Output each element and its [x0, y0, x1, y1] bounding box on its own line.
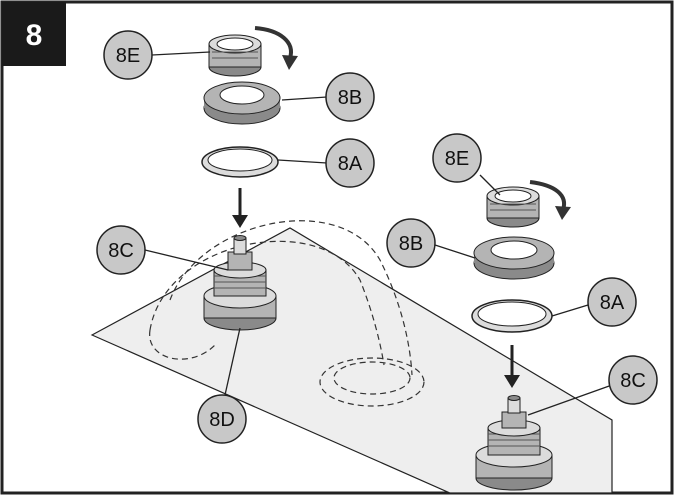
left-valve-8c	[203, 235, 277, 331]
callout-right-8b: 8B	[386, 218, 436, 268]
step-number: 8	[26, 19, 43, 52]
spout-outline-dashed	[149, 220, 425, 407]
callout-right-8c: 8C	[608, 355, 658, 405]
callout-left-8b: 8B	[325, 72, 375, 122]
callout-left-8d: 8D	[197, 394, 247, 444]
left-flange-8b	[203, 81, 281, 125]
svg-text:8A: 8A	[338, 153, 363, 175]
left-gasket-8a	[201, 146, 279, 178]
right-gasket-8a	[471, 299, 553, 333]
down-arrow-left-head	[232, 215, 248, 228]
step-badge: 8	[2, 2, 66, 66]
callout-left-8e: 8E	[103, 30, 153, 80]
callout-left-8c: 8C	[96, 225, 146, 275]
svg-text:8D: 8D	[209, 409, 235, 431]
right-valve-8c	[475, 395, 553, 491]
left-nut-8e	[208, 34, 262, 77]
callout-right-8a: 8A	[587, 277, 637, 327]
rotate-arrow-right	[529, 180, 567, 211]
rotate-arrow-left	[254, 26, 293, 59]
svg-text:8C: 8C	[108, 240, 134, 262]
svg-text:8B: 8B	[399, 233, 423, 255]
svg-text:8A: 8A	[600, 292, 625, 314]
callout-left-8a: 8A	[325, 138, 375, 188]
svg-text:8E: 8E	[445, 148, 469, 170]
rotate-arrowhead-right	[555, 206, 571, 220]
svg-text:8E: 8E	[116, 45, 140, 67]
right-flange-8b	[473, 236, 555, 280]
svg-text:8B: 8B	[338, 87, 362, 109]
callout-right-8e: 8E	[432, 133, 482, 183]
down-arrow-right-head	[504, 375, 520, 388]
svg-text:8C: 8C	[620, 370, 646, 392]
rotate-arrowhead-left	[282, 55, 298, 70]
right-nut-8e	[486, 186, 540, 228]
leader-lines	[144, 51, 613, 416]
